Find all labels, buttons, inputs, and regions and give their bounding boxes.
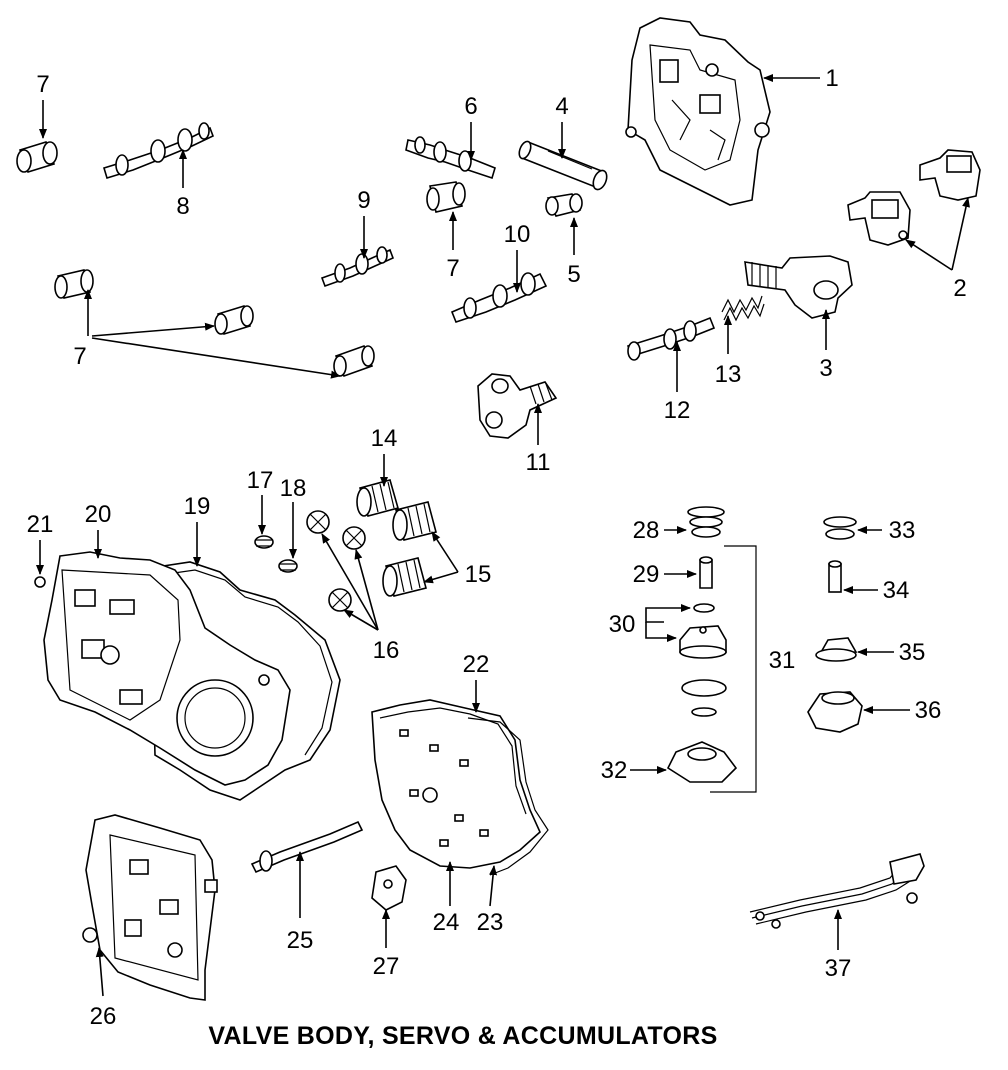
callout-36: 36 <box>915 697 942 724</box>
part-12-valve <box>626 316 716 361</box>
callout-29: 29 <box>633 561 660 588</box>
callout-5: 5 <box>567 261 580 288</box>
callout-20: 20 <box>85 501 112 528</box>
callout-31: 31 <box>769 647 796 674</box>
part-4-pin <box>518 140 608 191</box>
part-9-valve <box>320 246 395 288</box>
part-16-checkballs <box>306 510 366 612</box>
callout-27: 27 <box>373 953 400 980</box>
part-18-spring <box>278 559 298 573</box>
part-2-solenoids <box>847 149 981 246</box>
callout-18: 18 <box>280 475 307 502</box>
callout-7-a: 7 <box>36 71 49 98</box>
callout-3: 3 <box>819 355 832 382</box>
part-34-pin <box>828 560 842 593</box>
callout-7-c: 7 <box>73 343 86 370</box>
callout-30: 30 <box>609 611 636 638</box>
part-21-ball <box>34 576 46 588</box>
callout-4: 4 <box>555 93 568 120</box>
callout-1: 1 <box>825 65 838 92</box>
callout-24: 24 <box>433 909 460 936</box>
callout-19: 19 <box>184 493 211 520</box>
callout-16: 16 <box>373 637 400 664</box>
part-17-spring <box>254 535 274 549</box>
callout-10: 10 <box>504 221 531 248</box>
part-5-bushing <box>545 193 583 217</box>
callout-6: 6 <box>464 93 477 120</box>
callout-2: 2 <box>953 275 966 302</box>
callouts: 1 2 3 4 5 6 7 7 7 8 9 10 11 12 13 14 15 … <box>27 65 967 1030</box>
callout-11: 11 <box>526 449 551 476</box>
part-6-valve <box>405 136 496 180</box>
part-10-valve <box>450 272 548 323</box>
callout-32: 32 <box>601 757 628 784</box>
part-36-cover <box>807 691 863 733</box>
part-7-spool-e <box>333 344 375 378</box>
part-1-valve-body <box>625 17 771 206</box>
callout-33: 33 <box>889 517 916 544</box>
part-3-solenoid <box>744 255 853 319</box>
part-8-valve <box>103 122 215 180</box>
callout-34: 34 <box>883 577 910 604</box>
callout-37: 37 <box>825 955 852 982</box>
callout-13: 13 <box>715 361 742 388</box>
callout-35: 35 <box>899 639 926 666</box>
callout-22: 22 <box>463 651 490 678</box>
part-15-piston-b <box>382 557 427 597</box>
part-31-seals <box>681 679 727 717</box>
part-22-spacer-plate <box>371 699 541 869</box>
part-23-gasket <box>467 717 549 876</box>
part-7-spool-a <box>16 141 58 173</box>
callout-28: 28 <box>633 517 660 544</box>
part-7-spool-b <box>426 181 466 213</box>
part-14-piston <box>356 479 399 517</box>
callout-7-b: 7 <box>446 255 459 282</box>
part-24-gasket <box>379 707 527 847</box>
part-13-spring <box>721 295 765 322</box>
part-20-valve-body <box>43 551 291 786</box>
part-26-valve-body <box>82 814 218 1001</box>
callout-23: 23 <box>477 909 504 936</box>
part-33-spring <box>823 516 857 540</box>
part-30-seal <box>693 603 715 613</box>
callout-17: 17 <box>247 467 274 494</box>
diagram-title: VALVE BODY, SERVO & ACCUMULATORS <box>208 1022 718 1050</box>
part-35-piston <box>815 637 858 662</box>
callout-21: 21 <box>27 511 54 538</box>
part-11-solenoid <box>477 373 558 439</box>
part-37-harness <box>749 853 925 929</box>
part-28-spring <box>687 506 725 538</box>
part-29-pin <box>699 556 713 589</box>
leader-lines <box>36 74 970 997</box>
callout-12: 12 <box>664 397 691 424</box>
part-19-gasket <box>149 561 341 801</box>
part-7-spool-d <box>214 304 254 336</box>
part-32-cover <box>666 741 738 783</box>
callout-25: 25 <box>287 927 314 954</box>
callout-15: 15 <box>465 561 492 588</box>
part-30-piston <box>679 625 727 659</box>
callout-26: 26 <box>90 1003 117 1030</box>
part-15-piston-a <box>392 501 437 541</box>
callout-14: 14 <box>371 425 398 452</box>
part-25-bolt <box>250 820 364 874</box>
part-27-bracket <box>371 865 407 911</box>
callout-9: 9 <box>357 187 370 214</box>
callout-8: 8 <box>176 193 189 220</box>
